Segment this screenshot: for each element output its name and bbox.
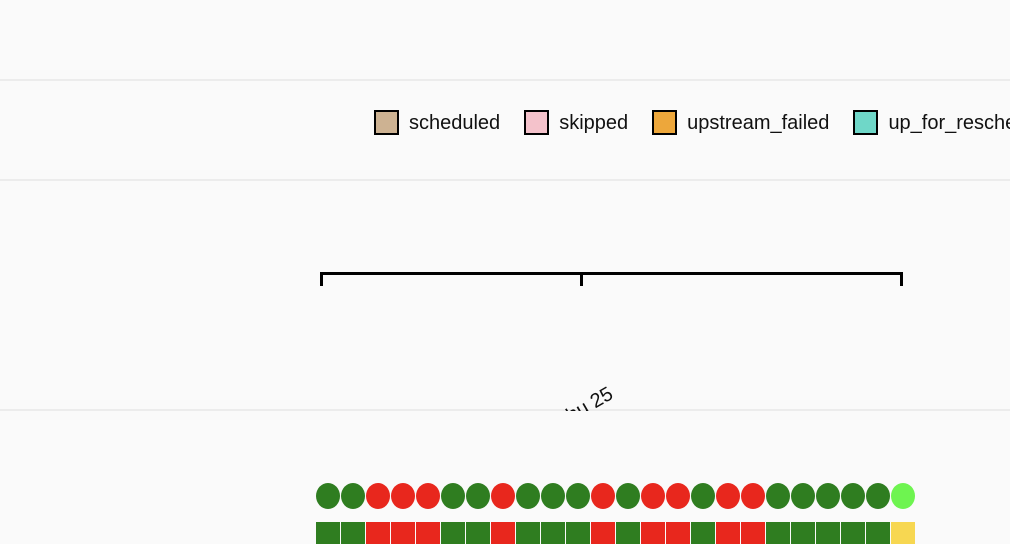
dag-run-status-dot[interactable]	[341, 483, 365, 509]
dag-run-status-dot[interactable]	[891, 483, 915, 509]
dag-run-status-dot[interactable]	[691, 483, 715, 509]
dag-run-status-dot[interactable]	[366, 483, 390, 509]
task-instance-status-square[interactable]	[616, 522, 640, 544]
task-instance-status-square[interactable]	[491, 522, 515, 544]
legend-item-scheduled[interactable]: scheduled	[374, 110, 500, 135]
task-instance-status-square[interactable]	[766, 522, 790, 544]
legend-item-label: up_for_reschedule	[888, 111, 1010, 134]
task-instance-status-square[interactable]	[516, 522, 540, 544]
legend-swatch-icon	[524, 110, 550, 135]
legend-band: scheduled skipped upstream_failed up_for_re…	[0, 81, 1010, 181]
task-instance-status-square[interactable]	[441, 522, 465, 544]
dag-run-status-dot[interactable]	[766, 483, 790, 509]
x-axis-bracket	[320, 272, 903, 286]
task-instance-status-strip	[316, 522, 916, 544]
task-instance-status-square[interactable]	[316, 522, 340, 544]
task-instance-status-square[interactable]	[841, 522, 865, 544]
task-instance-status-square[interactable]	[466, 522, 490, 544]
task-instance-status-square[interactable]	[416, 522, 440, 544]
dag-run-status-dot[interactable]	[591, 483, 615, 509]
dag-run-status-dot[interactable]	[616, 483, 640, 509]
dag-run-status-dot[interactable]	[416, 483, 440, 509]
legend-swatch-icon	[374, 110, 399, 135]
chart-legend: scheduled skipped upstream_failed up_for_re…	[374, 110, 1010, 135]
task-instance-status-square[interactable]	[366, 522, 390, 544]
chart-band: Thu 25	[0, 183, 1010, 544]
task-instance-status-square[interactable]	[891, 522, 915, 544]
axis-tick-mark	[580, 272, 583, 286]
dag-run-status-dot[interactable]	[316, 483, 340, 509]
legend-item-label: upstream_failed	[687, 111, 830, 134]
task-instance-status-square[interactable]	[391, 522, 415, 544]
task-instance-status-square[interactable]	[641, 522, 665, 544]
dag-run-status-dot[interactable]	[641, 483, 665, 509]
dag-run-status-dot[interactable]	[566, 483, 590, 509]
task-instance-status-square[interactable]	[716, 522, 740, 544]
dag-run-status-dot[interactable]	[716, 483, 740, 509]
dag-run-status-dot[interactable]	[391, 483, 415, 509]
axis-cap-left	[320, 272, 323, 286]
legend-item-upstream-failed[interactable]: upstream_failed	[652, 110, 829, 135]
legend-item-skipped[interactable]: skipped	[524, 110, 628, 135]
dag-run-status-dot[interactable]	[791, 483, 815, 509]
task-instance-status-square[interactable]	[591, 522, 615, 544]
dag-run-status-dot[interactable]	[866, 483, 890, 509]
legend-swatch-icon	[853, 110, 879, 135]
header-band	[0, 0, 1010, 81]
dag-run-status-dot[interactable]	[516, 483, 540, 509]
dag-run-status-strip	[316, 482, 916, 510]
dag-run-status-dot[interactable]	[541, 483, 565, 509]
dag-run-status-dot[interactable]	[741, 483, 765, 509]
axis-baseline	[320, 272, 903, 275]
legend-swatch-icon	[652, 110, 678, 135]
dag-run-status-dot[interactable]	[666, 483, 690, 509]
legend-item-label: scheduled	[409, 111, 501, 134]
task-instance-status-square[interactable]	[741, 522, 765, 544]
task-instance-status-square[interactable]	[791, 522, 815, 544]
task-instance-status-square[interactable]	[866, 522, 890, 544]
task-instance-status-square[interactable]	[341, 522, 365, 544]
footer-band	[0, 411, 1010, 426]
dag-run-status-dot[interactable]	[491, 483, 515, 509]
dag-run-status-dot[interactable]	[441, 483, 465, 509]
dag-run-status-dot[interactable]	[841, 483, 865, 509]
dag-run-status-dot[interactable]	[816, 483, 840, 509]
task-instance-status-square[interactable]	[816, 522, 840, 544]
task-instance-status-square[interactable]	[691, 522, 715, 544]
task-instance-status-square[interactable]	[566, 522, 590, 544]
legend-item-label: skipped	[559, 111, 629, 134]
task-instance-status-square[interactable]	[666, 522, 690, 544]
axis-cap-right	[900, 272, 903, 286]
legend-item-up-for-reschedule[interactable]: up_for_reschedule	[853, 110, 1010, 135]
task-instance-status-square[interactable]	[541, 522, 565, 544]
dag-run-status-dot[interactable]	[466, 483, 490, 509]
